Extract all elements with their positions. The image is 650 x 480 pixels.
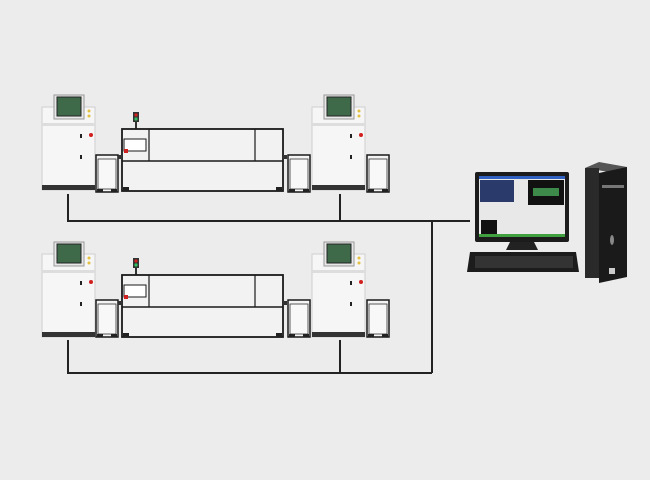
production-line-1 (41, 94, 390, 193)
conveyor (366, 299, 390, 338)
keyboard (467, 252, 579, 272)
conveyor (287, 154, 311, 193)
reflow-oven (117, 111, 288, 192)
network-line (67, 194, 432, 222)
inspection-machine (311, 94, 366, 191)
inspection-machine (41, 241, 96, 338)
conveyor (95, 154, 119, 193)
conveyor (366, 154, 390, 193)
network-line (67, 340, 432, 374)
monitor (475, 172, 569, 250)
inspection-machine (311, 241, 366, 338)
inspection-machine (41, 94, 96, 191)
conveyor (287, 299, 311, 338)
conveyor (95, 299, 119, 338)
pc-tower (585, 162, 627, 283)
production-line-2 (41, 241, 390, 338)
reflow-oven (117, 257, 288, 338)
network-lines (67, 194, 470, 374)
server-pc (467, 162, 627, 283)
